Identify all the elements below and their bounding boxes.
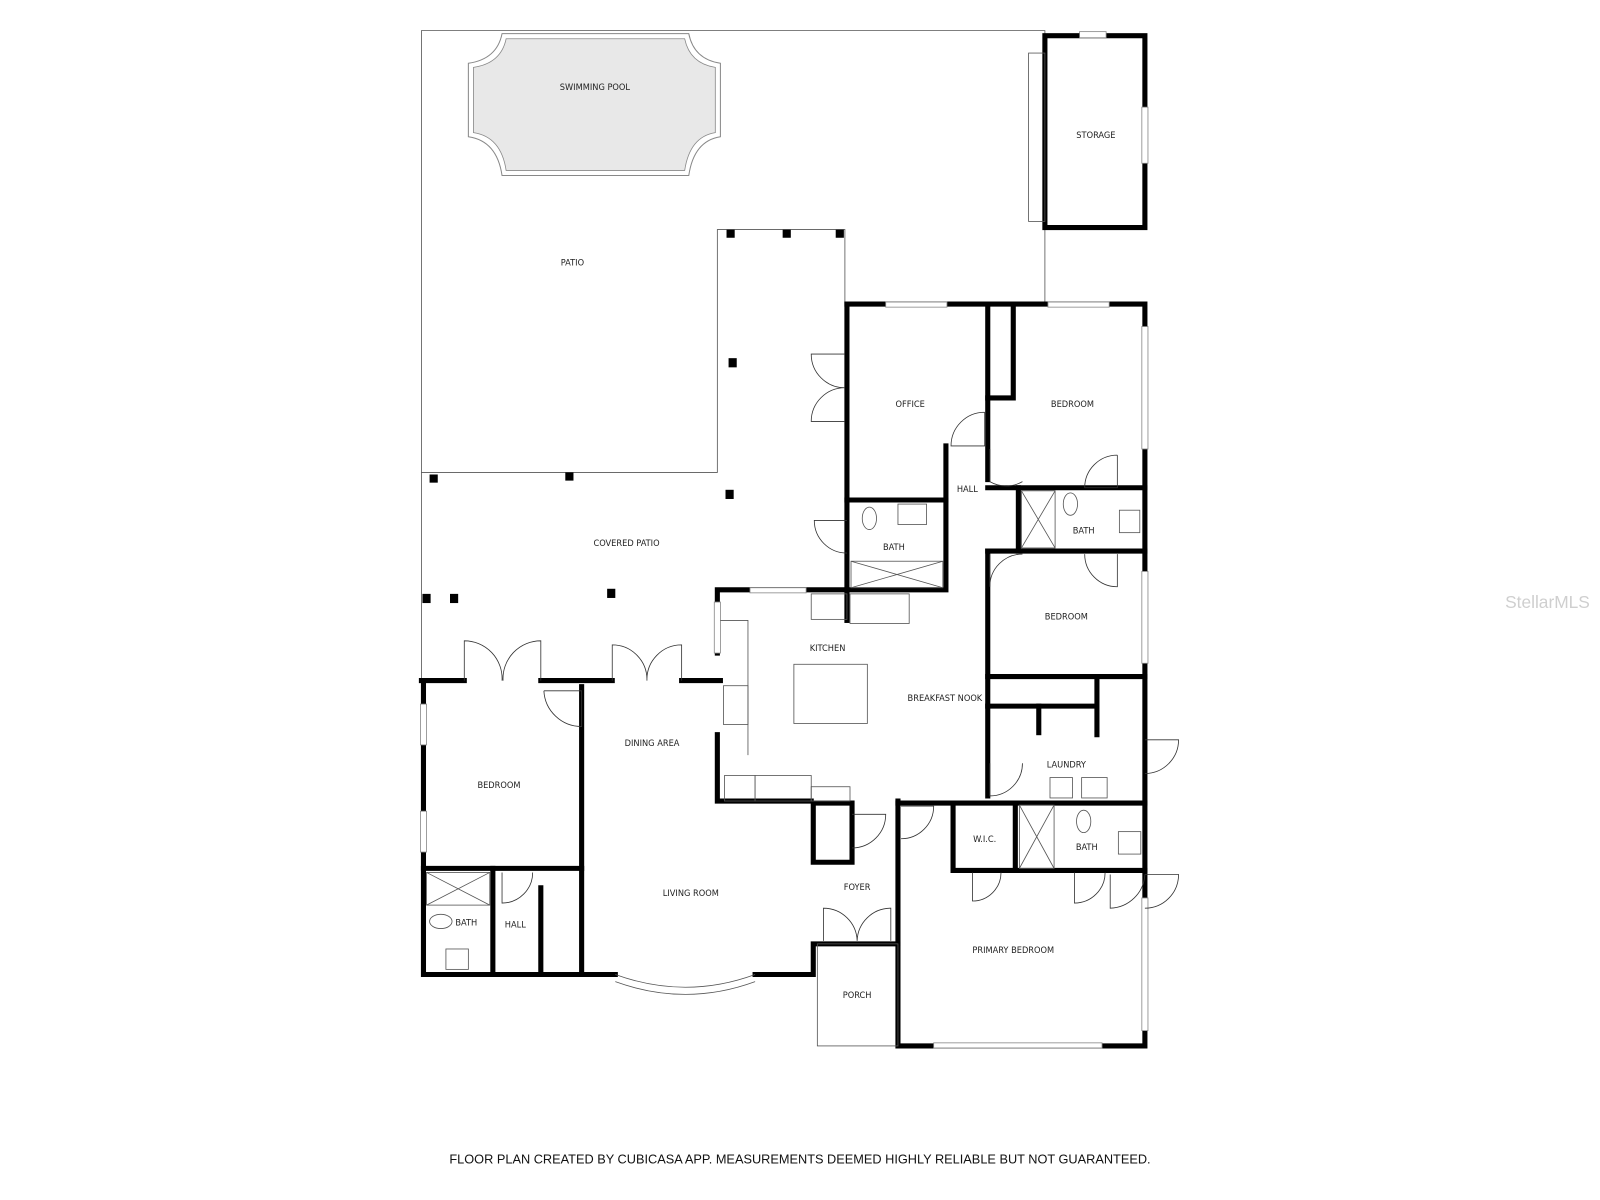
- bath-fixtures: [426, 490, 1142, 970]
- room-label-covered-patio: COVERED PATIO: [593, 538, 660, 549]
- room-label-porch: PORCH: [843, 990, 872, 1001]
- room-label-bedroom-mid: BEDROOM: [1045, 611, 1088, 622]
- patio-posts: [422, 229, 844, 604]
- kitchen-fixtures: [720, 593, 910, 802]
- room-label-kitchen: KITCHEN: [810, 643, 846, 654]
- swimming-pool: [467, 33, 721, 177]
- kitchen-island: [793, 663, 868, 724]
- room-label-patio: PATIO: [561, 257, 585, 268]
- room-label-swimming-pool: SWIMMING POOL: [560, 82, 631, 93]
- bay-window: [615, 974, 756, 988]
- windows: [420, 301, 1149, 1049]
- room-label-office: OFFICE: [896, 399, 925, 410]
- room-label-hall-w: HALL: [505, 920, 526, 931]
- room-label-foyer: FOYER: [844, 882, 871, 893]
- room-label-bedroom-ne: BEDROOM: [1051, 399, 1094, 410]
- room-label-bath-office: BATH: [883, 542, 905, 553]
- porch-outline: [816, 943, 899, 1047]
- room-label-bedroom-w: BEDROOM: [477, 780, 520, 791]
- watermark: StellarMLS: [1505, 592, 1590, 612]
- room-label-primary-bedroom: PRIMARY BEDROOM: [972, 945, 1054, 956]
- room-label-bath-w: BATH: [455, 918, 477, 929]
- room-label-laundry: LAUNDRY: [1047, 759, 1087, 770]
- room-label-living-room: LIVING ROOM: [663, 888, 719, 899]
- footer-disclaimer: FLOOR PLAN CREATED BY CUBICASA APP. MEAS…: [449, 1151, 1150, 1166]
- room-label-storage: STORAGE: [1076, 130, 1115, 141]
- storage-building: [1028, 31, 1149, 231]
- doors: [463, 353, 1179, 941]
- room-label-wic: W.I.C.: [973, 834, 996, 845]
- room-label-breakfast-nook: BREAKFAST NOOK: [908, 693, 983, 704]
- house-walls: [418, 301, 1148, 1049]
- room-label-bath-ne: BATH: [1073, 526, 1095, 537]
- room-label-hall-n: HALL: [957, 484, 978, 495]
- room-label-dining-area: DINING AREA: [625, 738, 680, 749]
- room-label-bath-primary: BATH: [1076, 842, 1098, 853]
